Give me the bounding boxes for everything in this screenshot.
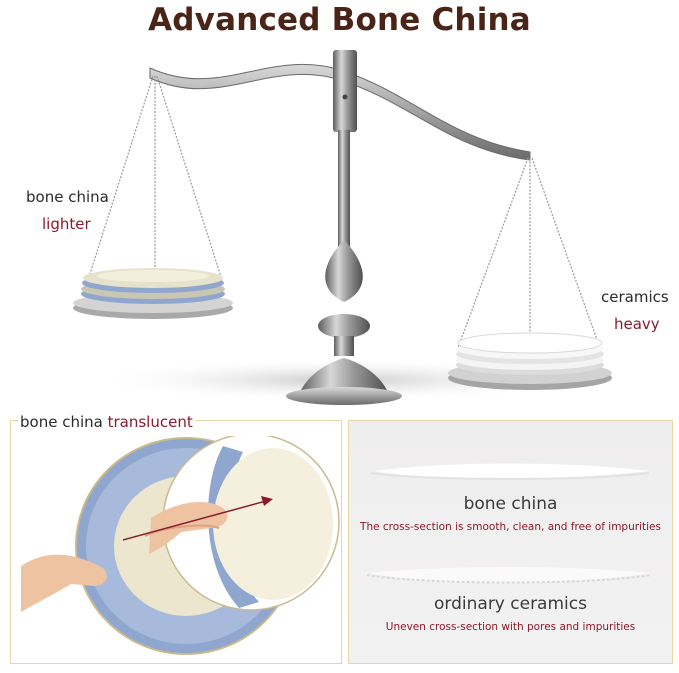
left-pan-label: bone china (26, 188, 109, 206)
scale-post-top (333, 50, 357, 132)
bone-china-title: bone china (463, 494, 558, 514)
left-pan-value: lighter (42, 215, 91, 233)
right-pan-label: ceramics (601, 288, 669, 306)
ordinary-ceramics-caption: Uneven cross-section with pores and impu… (385, 621, 636, 633)
right-pan-value: heavy (614, 315, 660, 333)
translucency-value: translucent (107, 413, 193, 431)
page-title: Advanced Bone China (148, 2, 531, 38)
translucency-label: bone china (20, 413, 103, 431)
bone-china-caption: The cross-section is smooth, clean, and … (360, 521, 661, 533)
ordinary-ceramics-title: ordinary ceramics (434, 594, 587, 614)
translucent-plate-illustration (21, 436, 340, 655)
balance-scale-illustration (73, 50, 612, 405)
cross-section-illustration (366, 463, 652, 584)
translucency-heading: bone china translucent (18, 412, 195, 432)
cross-section-panel (348, 420, 673, 664)
